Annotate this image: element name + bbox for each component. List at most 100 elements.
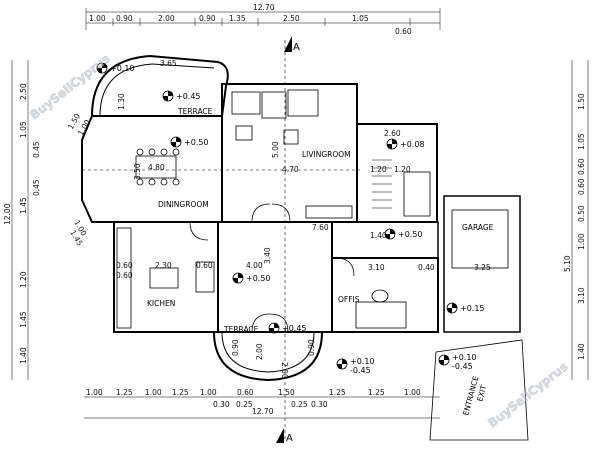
dim-stair-c: 1.40: [370, 231, 387, 240]
svg-text:+0.50: +0.50: [184, 138, 209, 147]
bottom-dim-13: 0.25: [291, 400, 308, 409]
room-exit: EXIT: [475, 384, 488, 403]
level-marker-1: +0.10: [96, 62, 135, 74]
svg-text:A: A: [293, 42, 300, 53]
north-marker-top: A: [284, 36, 300, 53]
svg-text:+0.45: +0.45: [282, 324, 307, 333]
left-dim-6: 1.20: [19, 271, 28, 288]
room-terrace-bottom: TERRACE: [223, 325, 259, 334]
left-dim-1: 2.50: [19, 83, 28, 100]
dim-center-h: 3.40: [263, 247, 272, 264]
svg-text:-0.45: -0.45: [350, 366, 371, 375]
dim-living-h: 5.00: [271, 141, 280, 158]
right-dimension-chain: 1.50 1.05 0.60 0.60 0.50 1.00 5.10 3.10 …: [563, 60, 589, 380]
dim-stair-b: 1.20: [394, 165, 411, 174]
svg-text:+0.50: +0.50: [398, 230, 423, 239]
bottom-dimension-chain: 1.00 1.25 1.00 1.25 1.00 0.60 1.50 1.25 …: [84, 388, 440, 419]
dim-living-w: 4.70: [282, 165, 299, 174]
room-office: OFFIS: [338, 295, 360, 304]
bottom-dim-11: 0.30: [213, 400, 230, 409]
level-marker-5: +0.45: [268, 322, 307, 334]
right-dim-8: 3.10: [577, 287, 586, 304]
bottom-dim-1: 1.00: [86, 388, 103, 397]
top-dim-6: 2.50: [283, 14, 300, 23]
svg-text:+0.45: +0.45: [176, 92, 201, 101]
level-marker-7: +0.50: [384, 228, 423, 240]
top-dim-8: 0.60: [395, 27, 412, 36]
dim-bay-d: 0.90: [307, 339, 316, 356]
top-dim-2: 0.90: [116, 14, 133, 23]
top-dimension-chain: 12.70 1.00 0.90 2.00 0.90 1.35 2.50 1.05…: [85, 3, 441, 36]
top-dim-7: 1.05: [352, 14, 369, 23]
svg-text:+0.08: +0.08: [400, 140, 425, 149]
level-marker-10: +0.10 -0.45: [438, 353, 477, 371]
top-dim-4: 0.90: [199, 14, 216, 23]
left-dim-7: 1.45: [19, 311, 28, 328]
overall-width-top: 12.70: [253, 3, 275, 12]
left-dim-2: 1.05: [19, 121, 28, 138]
north-marker-bottom: A: [276, 428, 293, 444]
right-dim-4: 0.60: [577, 178, 586, 195]
dim-kitchen-w: 2.30: [155, 261, 172, 270]
svg-text:A: A: [286, 433, 293, 444]
svg-text:+0.10: +0.10: [350, 357, 375, 366]
bottom-dim-4: 1.25: [172, 388, 189, 397]
dim-bay-b: 2.00: [280, 362, 289, 379]
level-marker-2: +0.45: [162, 90, 201, 102]
left-dim-3: 0.45: [32, 141, 41, 158]
right-dim-3: 0.60: [577, 158, 586, 175]
dim-garage-w: 3.25: [474, 263, 491, 272]
center-lines: [82, 40, 360, 440]
dim-kitchen-d3: 0.60: [116, 271, 133, 280]
top-dim-5: 1.35: [229, 14, 246, 23]
svg-text:+0.15: +0.15: [460, 304, 485, 313]
dim-office-w: 3.10: [368, 263, 385, 272]
walls: [81, 54, 529, 441]
dim-stair-w: 2.60: [384, 129, 401, 138]
level-marker-8: +0.15: [446, 302, 485, 314]
dim-kitchen-d2: 0.60: [196, 261, 213, 270]
bottom-dim-2: 1.25: [116, 388, 133, 397]
dim-office-d: 0.40: [418, 263, 435, 272]
level-marker-3: +0.50: [170, 136, 209, 148]
left-dimension-chain: 12.00 2.50 1.05 0.45 0.45 1.45 1.20 1.45…: [3, 60, 41, 380]
top-dim-3: 2.00: [158, 14, 175, 23]
right-dim-7: 5.10: [563, 255, 572, 272]
overall-width-bottom: 12.70: [252, 407, 274, 416]
dim-terrace-w: 3.65: [160, 59, 177, 68]
bottom-dim-5: 1.00: [200, 388, 217, 397]
bottom-dim-6: 0.60: [237, 388, 254, 397]
dim-stair-a: 1.20: [370, 165, 387, 174]
bottom-dim-8: 1.25: [329, 388, 346, 397]
dim-dining-w: 4.80: [148, 163, 165, 172]
left-dim-5: 1.45: [19, 197, 28, 214]
room-kitchen: KICHEN: [147, 299, 175, 308]
room-livingroom: LIVINGROOM: [302, 150, 351, 159]
room-diningroom: DININGROOM: [158, 200, 209, 209]
left-dim-4: 0.45: [32, 179, 41, 196]
bottom-dim-9: 1.25: [368, 388, 385, 397]
level-markers: +0.10 +0.45 +0.50 +0.50 +0.45 +0.08 +0.5…: [96, 62, 485, 375]
dim-hall-w: 7.60: [312, 223, 329, 232]
svg-text:+0.50: +0.50: [246, 274, 271, 283]
level-marker-9: +0.10 -0.45: [336, 357, 375, 375]
bottom-dim-12: 0.25: [236, 400, 253, 409]
right-dim-5: 0.50: [577, 205, 586, 222]
dim-kitchen-d: 0.60: [116, 261, 133, 270]
level-marker-4: +0.50: [232, 272, 271, 284]
bottom-dim-10: 1.00: [404, 388, 421, 397]
right-dim-1: 1.50: [577, 93, 586, 110]
room-terrace-top: TERRACE: [177, 107, 213, 116]
dim-terrace-h: 1.30: [117, 93, 126, 110]
top-dim-1: 1.00: [89, 14, 106, 23]
right-dim-6: 1.00: [577, 233, 586, 250]
overall-height-left: 12.00: [3, 203, 12, 225]
level-marker-6: +0.08: [386, 138, 425, 150]
room-garage: GARAGE: [462, 223, 494, 232]
right-dim-9: 1.40: [577, 343, 586, 360]
dim-dining-h: 3.50: [133, 163, 142, 180]
bottom-dim-14: 0.30: [311, 400, 328, 409]
right-dim-2: 1.05: [577, 133, 586, 150]
dim-center-w: 4.00: [246, 261, 263, 270]
